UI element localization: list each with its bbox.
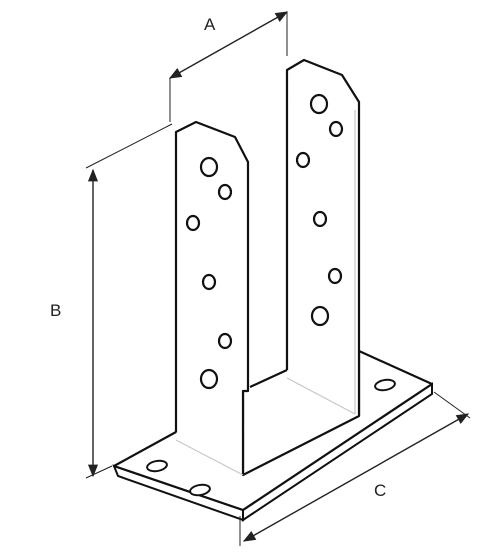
base-slot xyxy=(374,378,396,392)
dimension-b xyxy=(85,123,173,479)
fixing-hole xyxy=(201,273,217,291)
fixing-hole xyxy=(199,368,219,390)
fixing-hole xyxy=(199,156,219,178)
fixing-hole xyxy=(217,183,233,201)
fixing-hole xyxy=(327,267,343,285)
dimension-label-a: A xyxy=(204,15,216,34)
base-slot xyxy=(146,459,168,473)
fixing-hole xyxy=(295,151,311,169)
dimension-label-c: C xyxy=(374,481,387,500)
dimension-label-b: B xyxy=(50,301,62,320)
base-slot xyxy=(189,483,211,497)
dimension-c xyxy=(239,391,471,546)
front-flange xyxy=(174,120,250,476)
fixing-hole xyxy=(309,93,329,115)
fixing-hole xyxy=(217,332,233,350)
fixing-hole xyxy=(328,120,344,138)
dimension-a xyxy=(168,11,289,122)
fixing-hole xyxy=(312,210,328,228)
rear-flange xyxy=(249,58,361,416)
fixing-hole xyxy=(185,214,201,232)
fixing-hole xyxy=(310,305,330,327)
